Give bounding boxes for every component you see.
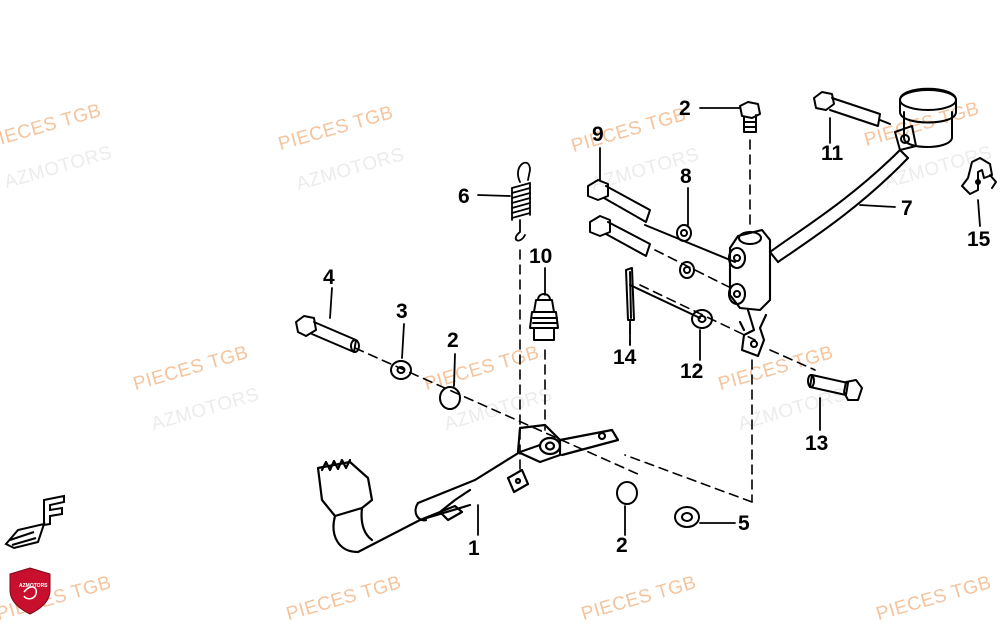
callout-3: 3 xyxy=(396,300,408,323)
o-ring-upper xyxy=(439,386,461,410)
front-direction-mark xyxy=(4,494,65,550)
callout-1: 1 xyxy=(468,537,480,560)
top-bolt xyxy=(739,101,761,133)
leader-lines xyxy=(329,107,981,536)
callout-5: 5 xyxy=(738,512,750,535)
washer-5 xyxy=(674,506,700,528)
callout-8: 8 xyxy=(680,165,692,188)
brake-pedal xyxy=(316,423,620,554)
callout-14: 14 xyxy=(613,346,637,369)
washer-12 xyxy=(691,309,713,329)
callout-2-top: 2 xyxy=(679,97,691,120)
callout-2-middle: 2 xyxy=(447,329,459,352)
reservoir-bolt xyxy=(813,91,891,127)
callout-10: 10 xyxy=(529,245,553,268)
grease-nipple xyxy=(529,293,559,341)
assembly-guide-solid xyxy=(629,224,736,319)
callout-13: 13 xyxy=(805,432,829,455)
reservoir-bracket xyxy=(961,157,997,195)
washer-8-lower xyxy=(679,261,695,279)
callout-7: 7 xyxy=(901,197,913,220)
callout-9: 9 xyxy=(592,123,604,146)
callout-11: 11 xyxy=(821,142,844,165)
assembly-guide-lines xyxy=(354,139,816,503)
washer-8-upper xyxy=(676,224,692,242)
pivot-bolt xyxy=(295,315,360,353)
o-ring-lower xyxy=(616,481,638,505)
azmotors-badge xyxy=(9,567,51,615)
callout-15: 15 xyxy=(967,228,991,251)
callout-12: 12 xyxy=(680,360,704,383)
pedal-pin-bolt xyxy=(807,374,863,401)
return-spring xyxy=(511,161,531,242)
cotter-pin xyxy=(625,267,635,321)
master-cylinder xyxy=(727,228,772,358)
bolt-9-upper xyxy=(587,179,651,223)
badge-logo-text: AZMOTORS xyxy=(19,583,48,589)
fluid-reservoir xyxy=(894,87,957,151)
callout-4: 4 xyxy=(323,266,335,289)
brake-hose xyxy=(768,148,910,264)
washer-3 xyxy=(390,360,412,380)
callout-2-bottom: 2 xyxy=(616,534,628,557)
callout-6: 6 xyxy=(458,185,470,208)
bolt-9-lower xyxy=(589,215,651,257)
